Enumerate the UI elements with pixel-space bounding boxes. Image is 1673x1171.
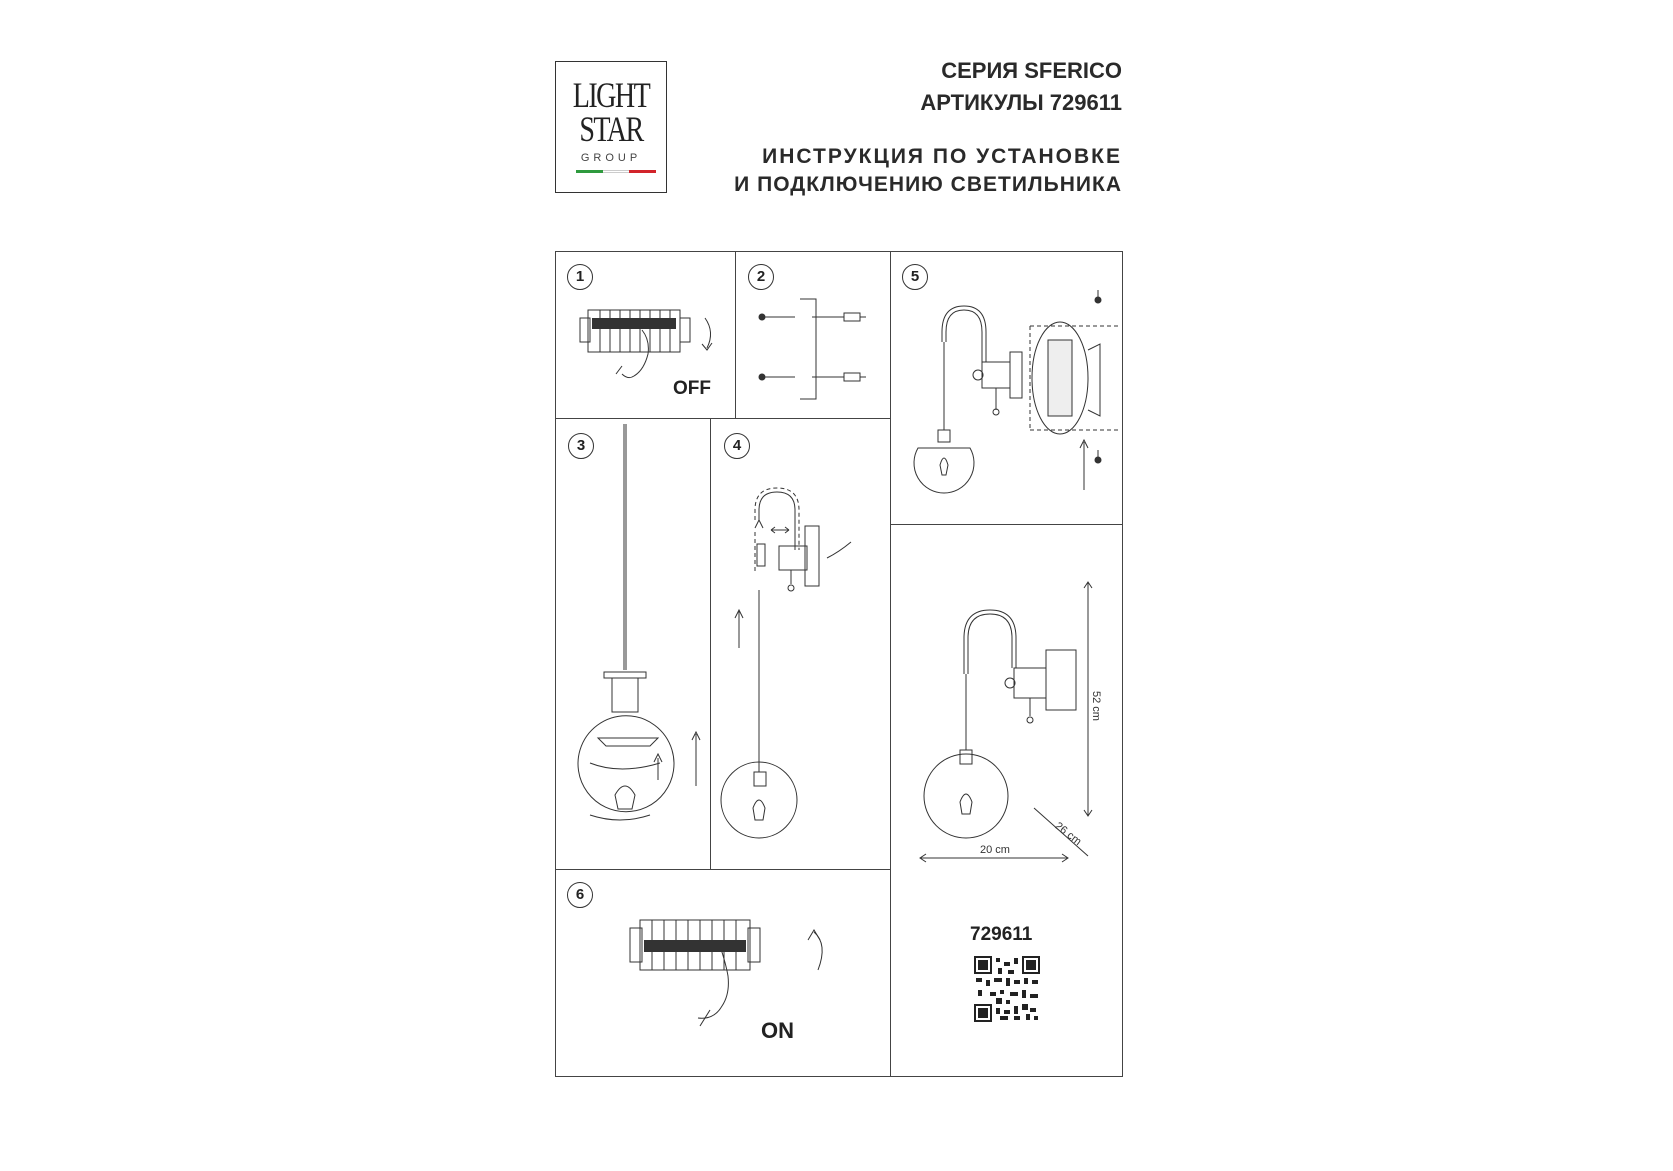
brand-logo: LIGHT STAR GROUP bbox=[555, 61, 667, 193]
step-number-4: 4 bbox=[724, 433, 750, 459]
grid-divider bbox=[555, 418, 890, 420]
grid-divider bbox=[890, 524, 1123, 526]
step-number-3: 3 bbox=[568, 433, 594, 459]
grid-divider bbox=[890, 251, 892, 1077]
width-dimension: 20 cm bbox=[980, 844, 1010, 856]
italian-flag-icon bbox=[576, 170, 657, 173]
grid-divider bbox=[735, 251, 737, 418]
step-number-1: 1 bbox=[567, 264, 593, 290]
wall-mount-icon bbox=[913, 290, 1120, 494]
article-number: 729611 bbox=[970, 924, 1033, 945]
on-label: ON bbox=[761, 1018, 794, 1043]
lamp-hanging-icon bbox=[720, 487, 852, 839]
qr-code-icon bbox=[974, 956, 1040, 1022]
screw-anchor-icon bbox=[758, 298, 866, 400]
breaker-panel-icon bbox=[629, 919, 823, 1027]
logo-line-light: LIGHT bbox=[572, 75, 651, 115]
instruction-title-line2: И ПОДКЛЮЧЕНИЮ СВЕТИЛЬНИКА bbox=[734, 173, 1122, 196]
step-number-2: 2 bbox=[748, 264, 774, 290]
logo-line-group: GROUP bbox=[580, 152, 642, 164]
grid-divider bbox=[710, 418, 712, 869]
instruction-grid bbox=[555, 251, 1123, 1077]
height-dimension: 52 cm bbox=[1089, 691, 1102, 721]
step-number-5: 5 bbox=[902, 264, 928, 290]
step-number-6: 6 bbox=[567, 882, 593, 908]
series-title: СЕРИЯ SFERICO bbox=[941, 58, 1122, 83]
lamp-assembly-icon bbox=[577, 424, 701, 821]
off-label: OFF bbox=[673, 378, 711, 399]
grid-divider bbox=[555, 869, 890, 871]
breaker-panel-icon bbox=[579, 309, 713, 379]
lamp-dimensions-icon bbox=[919, 581, 1093, 863]
instruction-title-line1: ИНСТРУКЦИЯ ПО УСТАНОВКЕ bbox=[762, 145, 1122, 168]
article-title: АРТИКУЛЫ 729611 bbox=[920, 90, 1122, 115]
logo-line-star: STAR bbox=[579, 109, 644, 149]
